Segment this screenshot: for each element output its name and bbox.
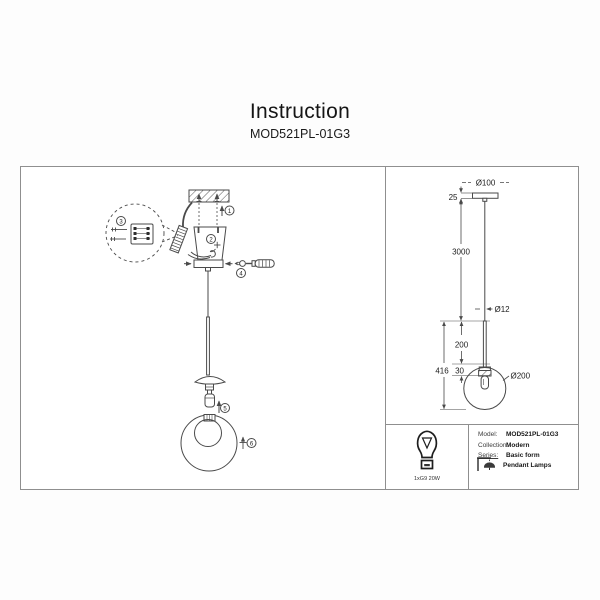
fixture-height-label: 416	[435, 367, 449, 376]
step-2-number: 2	[209, 237, 213, 243]
dimension-diagram: Ø100 25 3000	[386, 167, 578, 424]
assembly-drawing: 1 2	[105, 189, 275, 472]
rod-diameter-label: Ø12	[495, 305, 511, 314]
right-panel: Ø100 25 3000	[385, 167, 578, 489]
rod	[482, 320, 487, 368]
step-6-badge: 6	[239, 436, 257, 449]
step-6-number: 6	[250, 441, 254, 447]
light-bulb-icon	[416, 430, 438, 470]
pendant-lamp-icon	[477, 457, 495, 471]
type-value: Pendant Lamps	[503, 462, 552, 469]
spec-info-cell: Model: MOD521PL-01G3 Collection: Modern …	[469, 425, 578, 489]
cable-length-label: 3000	[452, 248, 470, 257]
screw-in-icon	[239, 436, 247, 449]
series-label: Series:	[478, 452, 499, 459]
step-2-badge: 2	[206, 234, 216, 244]
collection-value: Modern	[506, 442, 530, 449]
dimension-drawing: Ø100 25 3000	[435, 179, 531, 410]
g9-bulb-icon	[204, 390, 215, 408]
step-4-badge: 4	[236, 268, 246, 278]
title-block: Instruction MOD521PL-01G3	[0, 100, 600, 141]
globe-diameter-label: Ø200	[511, 372, 531, 381]
dim-globe-diameter: Ø200	[502, 372, 531, 381]
bulb-in-globe	[480, 375, 489, 390]
canopy-plate	[472, 192, 499, 202]
wire-hook	[210, 250, 216, 258]
step-1-badge: 1	[219, 205, 235, 216]
canopy-diameter-label: Ø100	[476, 179, 496, 188]
globe-outline	[463, 367, 507, 410]
step-3-badge: 3	[116, 216, 126, 226]
assembly-diagram: 1 2	[21, 167, 385, 489]
dim-socket-height: 30	[455, 367, 465, 383]
dim-rod-length: 200	[455, 321, 469, 364]
screwdriver-icon	[234, 259, 275, 268]
wire-sleeve	[169, 224, 189, 254]
suspension-rod	[206, 316, 210, 376]
step-5-badge: 5	[216, 400, 230, 413]
mounting-plate	[184, 259, 233, 272]
socket-height-label: 30	[455, 367, 464, 376]
lamp-holder	[193, 376, 227, 391]
step-4-number: 4	[239, 271, 243, 277]
spec-table: 1xG9 20W Model: MOD521PL-01G3 Collection…	[386, 424, 578, 489]
diagram-frame: 1 2	[20, 166, 579, 490]
bulb-spec-cell: 1xG9 20W	[386, 425, 469, 489]
dim-cable-length: 3000	[452, 199, 470, 321]
dim-canopy-diameter: Ø100	[462, 179, 509, 188]
terminal-callout: 3	[105, 203, 179, 263]
step-1-number: 1	[228, 209, 232, 215]
collection-label: Collection:	[478, 442, 509, 449]
wire	[169, 201, 216, 260]
dim-canopy-height: 25	[449, 186, 473, 205]
glass-globe	[180, 414, 238, 472]
dim-rod-diameter: Ø12	[475, 305, 510, 314]
terminal-block-icon	[130, 223, 154, 245]
dim-fixture-height: 416	[435, 321, 449, 410]
step-5-number: 5	[223, 406, 227, 412]
bulb-wattage-label: 1xG9 20W	[414, 476, 440, 482]
step-3-number: 3	[119, 219, 123, 225]
series-value: Basic form	[506, 452, 540, 459]
rod-length-label: 200	[455, 341, 469, 350]
wire-ends-icon	[110, 227, 127, 241]
model-value: MOD521PL-01G3	[506, 431, 559, 438]
ceiling-mount	[188, 189, 230, 203]
canopy-height-label: 25	[449, 193, 458, 202]
model-label: Model:	[478, 431, 498, 438]
model-number: MOD521PL-01G3	[249, 127, 351, 141]
page-title: Instruction	[249, 100, 351, 123]
screw-icon	[209, 241, 221, 253]
